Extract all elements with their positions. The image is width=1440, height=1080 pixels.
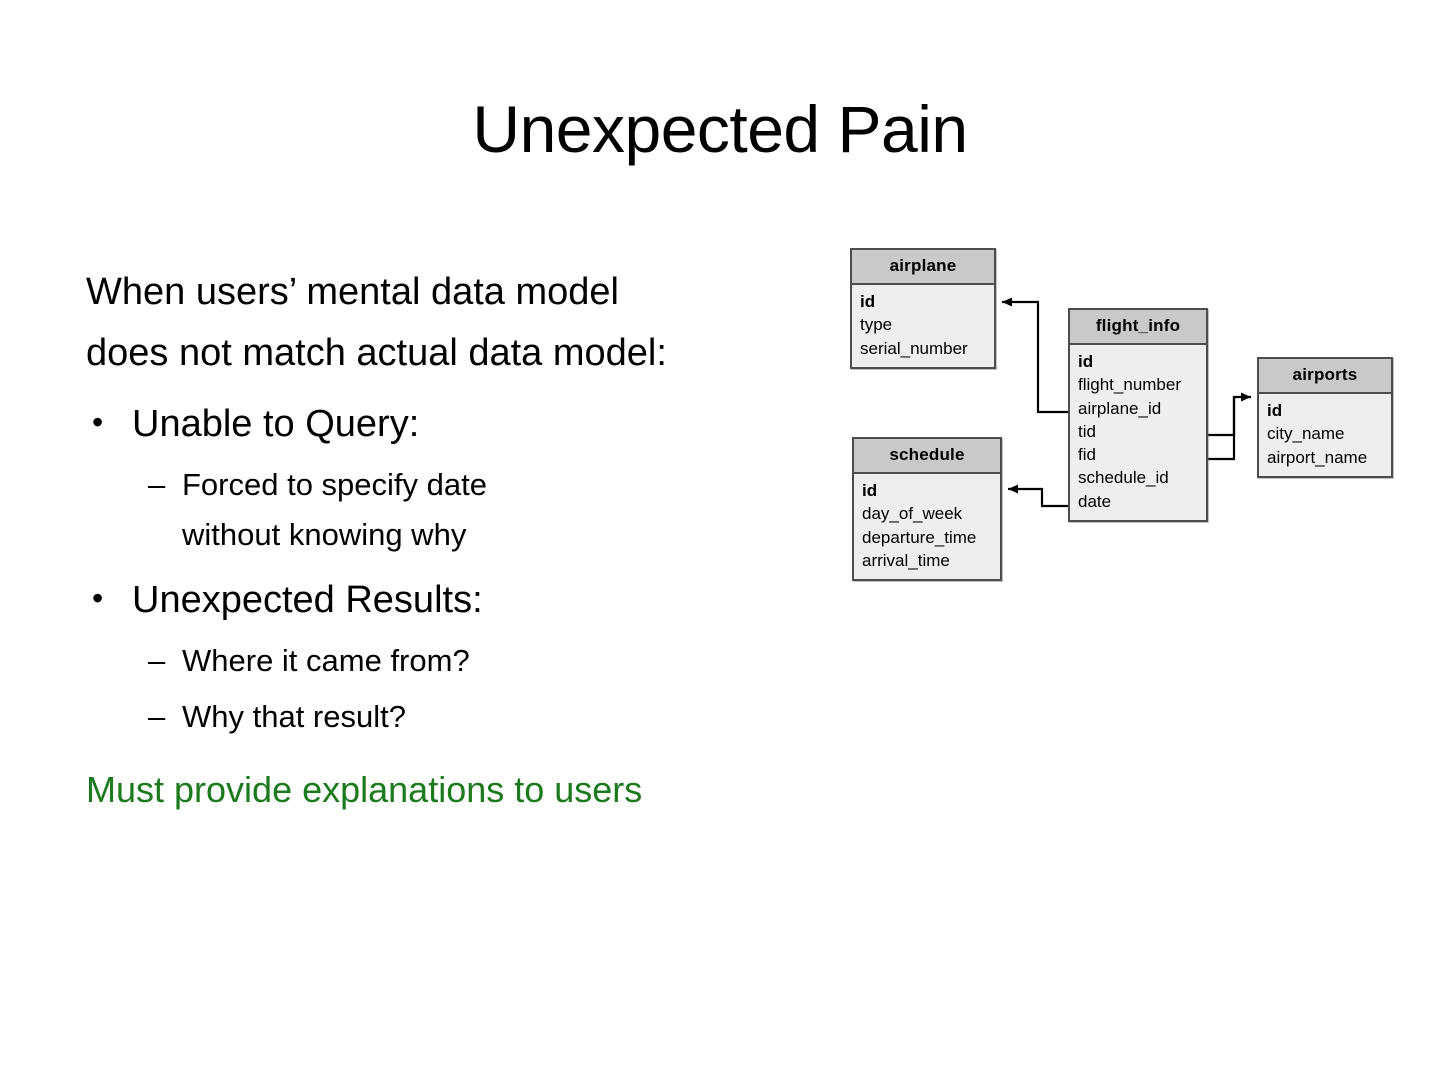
er-field: tid	[1078, 421, 1096, 441]
relation-flightinfo-airports-fid	[1208, 397, 1236, 461]
dash-marker-icon: –	[148, 699, 166, 735]
er-table-title: airplane	[852, 250, 994, 285]
er-table-schedule: schedule id day_of_week departure_time a…	[852, 437, 1002, 582]
er-table-airplane: airplane id type serial_number	[850, 248, 996, 369]
relation-flightinfo-airplane	[1002, 297, 1068, 414]
er-table-airports: airports id city_name airport_name	[1257, 357, 1393, 478]
bullet-marker-icon: •	[92, 580, 104, 617]
er-field: serial_number	[860, 338, 968, 358]
list-item: • Unable to Query:	[86, 394, 716, 454]
er-field: fid	[1078, 445, 1096, 465]
er-table-title: airports	[1259, 359, 1391, 394]
list-item-label: Where it came from?	[182, 643, 470, 679]
er-field: airport_name	[1267, 447, 1368, 467]
er-field-list: id type serial_number	[852, 285, 994, 367]
relation-flightinfo-airports-tid	[1208, 392, 1251, 437]
er-field: schedule_id	[1078, 468, 1169, 488]
er-table-title: schedule	[854, 439, 1000, 474]
list-item: – Where it came from?	[86, 636, 716, 686]
er-field: flight_number	[1078, 375, 1182, 395]
er-relationship-lines	[1002, 297, 1251, 508]
er-field-list: id day_of_week departure_time arrival_ti…	[854, 474, 1000, 579]
er-table-flight-info: flight_info id flight_number airplane_id…	[1068, 308, 1208, 522]
er-field: day_of_week	[862, 504, 963, 524]
list-item-label: Forced to specify date	[182, 466, 487, 502]
bullet-marker-icon: •	[92, 403, 104, 440]
dash-marker-icon: –	[148, 466, 166, 502]
er-field: id	[862, 481, 878, 500]
list-item-label-continued: without knowing why	[182, 516, 467, 552]
er-field: id	[1267, 401, 1283, 420]
er-field: arrival_time	[862, 550, 950, 570]
list-item: • Unexpected Results:	[86, 570, 716, 630]
list-item: – Why that result?	[86, 692, 716, 742]
slide-body: When users’ mental data model does not m…	[86, 262, 716, 819]
er-diagram: airplane id type serial_number flight_in…	[830, 230, 1430, 600]
er-field: city_name	[1267, 424, 1345, 444]
er-field: id	[860, 292, 876, 311]
er-field: id	[1078, 352, 1094, 371]
relation-flightinfo-schedule	[1008, 484, 1068, 508]
list-item-label: Unexpected Results:	[132, 579, 483, 622]
list-item-label: Unable to Query:	[132, 402, 420, 445]
er-field-list: id flight_number airplane_id tid fid sch…	[1070, 345, 1206, 520]
conclusion-paragraph: Must provide explanations to users	[86, 768, 643, 810]
dash-marker-icon: –	[148, 643, 166, 679]
list-item: – Forced to specify date without knowing…	[86, 460, 716, 560]
page-title: Unexpected Pain	[472, 92, 968, 166]
er-field: date	[1078, 491, 1112, 511]
er-field: airplane_id	[1078, 398, 1162, 418]
er-field-list: id city_name airport_name	[1259, 394, 1391, 476]
intro-paragraph: When users’ mental data model does not m…	[86, 271, 667, 374]
er-field: departure_time	[862, 527, 977, 547]
list-item-label: Why that result?	[182, 699, 406, 735]
er-field: type	[860, 315, 893, 335]
er-table-title: flight_info	[1070, 310, 1206, 345]
